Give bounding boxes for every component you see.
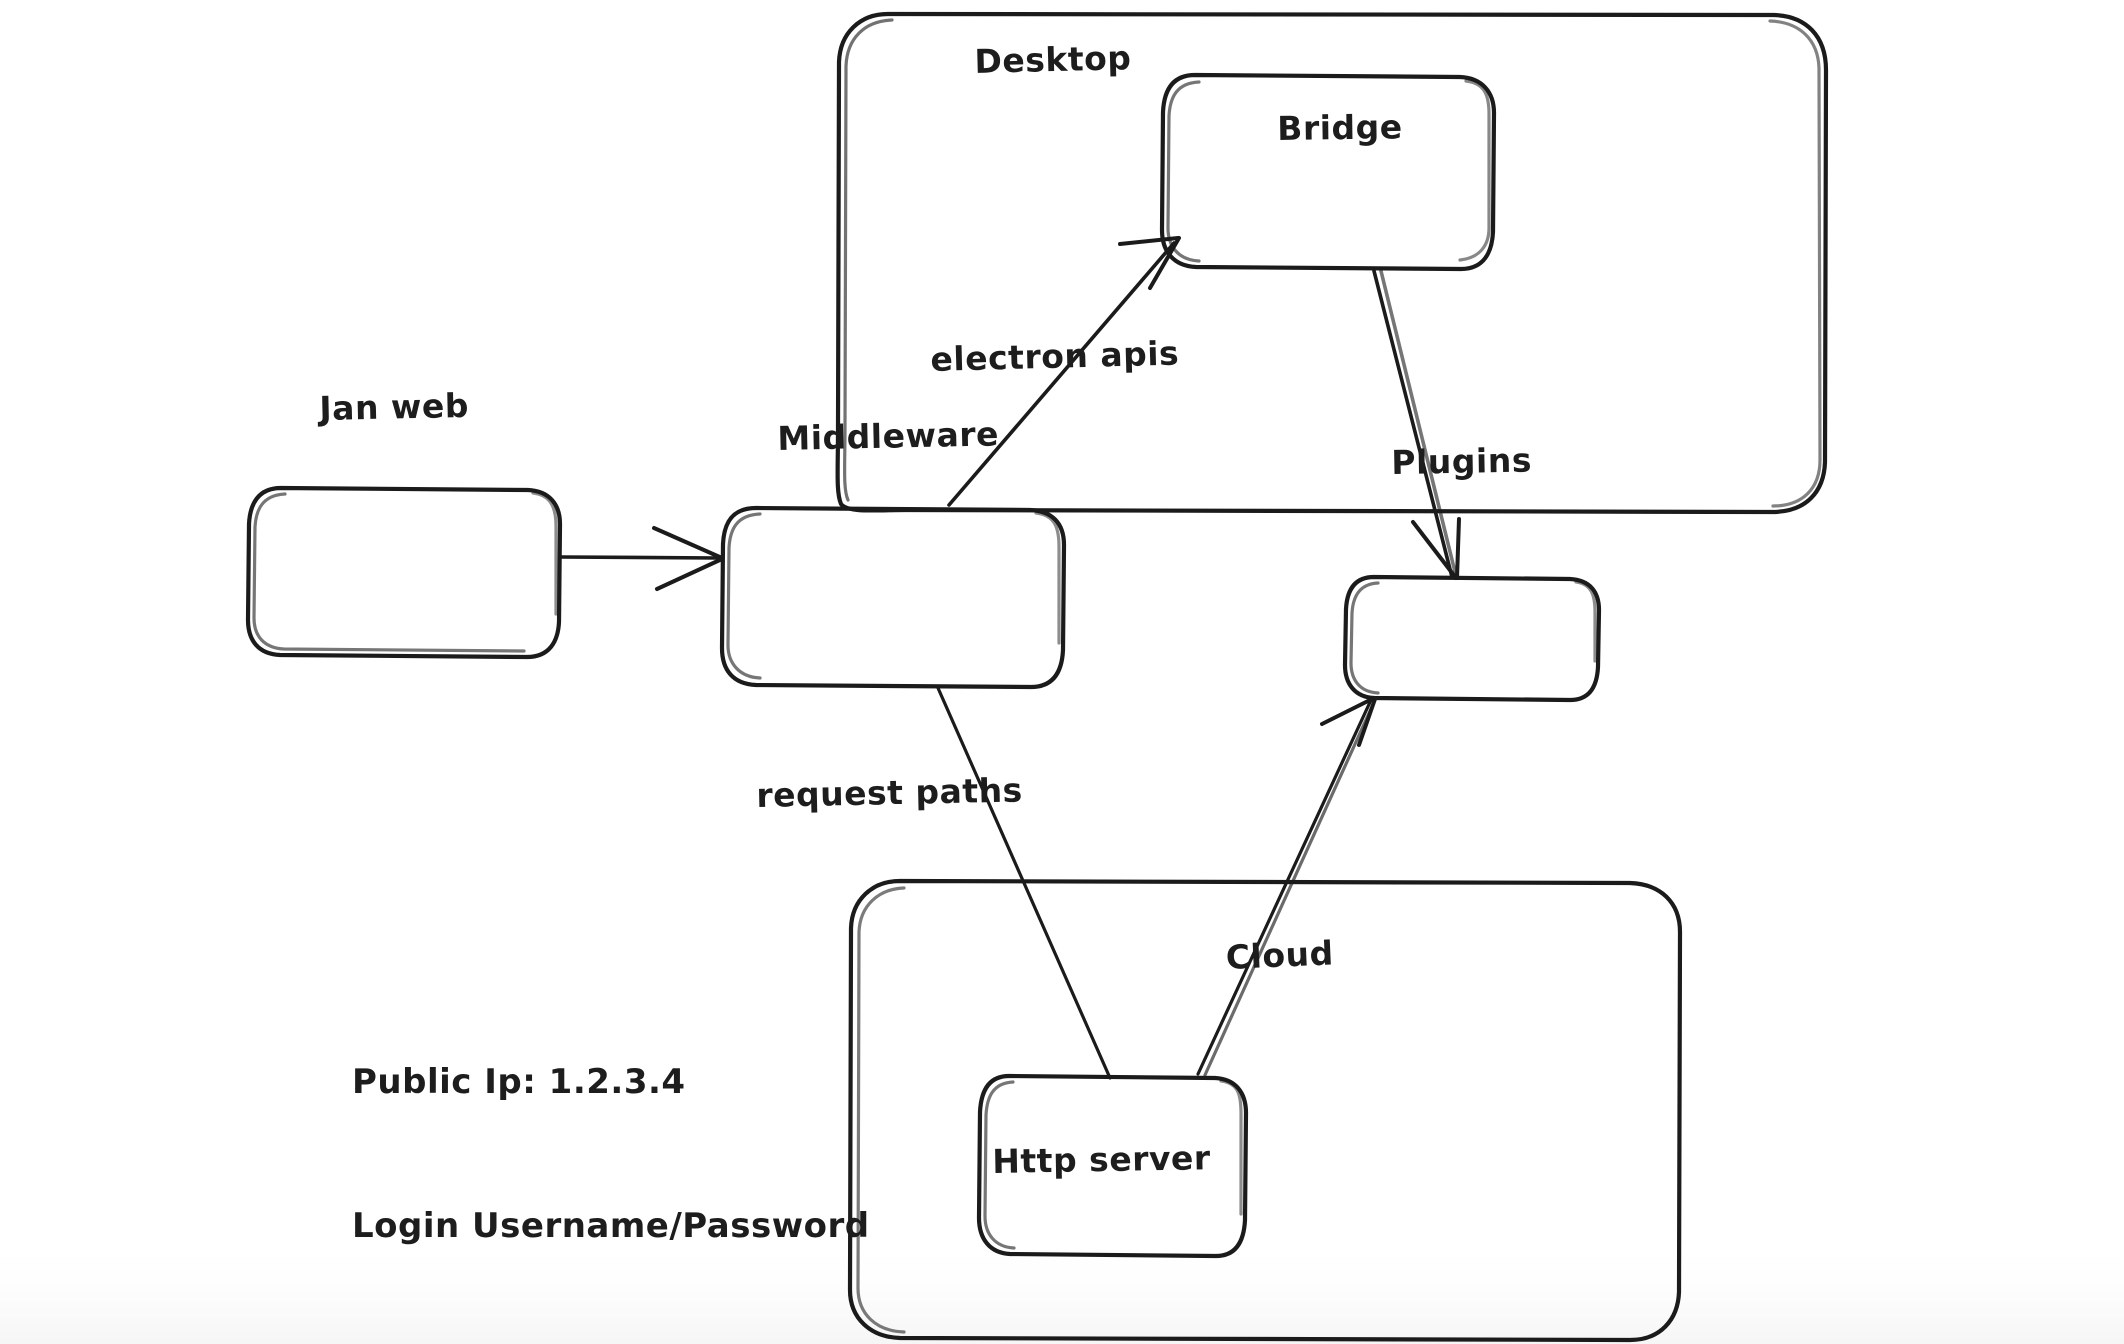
node-label-plugins: Plugins xyxy=(1391,440,1533,482)
edge-middleware-to-httpserver xyxy=(936,686,1112,1080)
group-label-desktop: Desktop xyxy=(974,38,1132,81)
node-label-http-server: Http server xyxy=(992,1138,1211,1181)
edge-janweb-to-middleware xyxy=(559,526,724,591)
edge-bridge-to-plugins xyxy=(1372,269,1461,580)
group-label-cloud: Cloud xyxy=(1225,933,1335,977)
note-public-ip: Public Ip: 1.2.3.4 xyxy=(352,1062,686,1102)
edge-httpserver-to-plugins xyxy=(1196,696,1377,1077)
node-middleware-outline xyxy=(719,505,1067,690)
note-credentials: Public Ip: 1.2.3.4 Login Username/Passwo… xyxy=(352,962,870,1344)
node-jan-web-outline xyxy=(245,485,563,660)
edge-label-electron-apis: electron apis xyxy=(930,333,1180,379)
group-cloud-outline xyxy=(847,878,1683,1343)
node-label-bridge: Bridge xyxy=(1277,107,1403,148)
note-login: Login Username/Password xyxy=(352,1206,870,1246)
node-label-middleware: Middleware xyxy=(777,414,1000,458)
node-http-server-outline xyxy=(976,1073,1249,1259)
node-bridge-outline xyxy=(1159,72,1497,272)
node-plugins-outline xyxy=(1342,574,1602,703)
edge-middleware-to-bridge xyxy=(947,236,1181,507)
edge-label-request-paths: request paths xyxy=(756,770,1024,815)
node-label-jan-web: Jan web xyxy=(319,385,470,428)
